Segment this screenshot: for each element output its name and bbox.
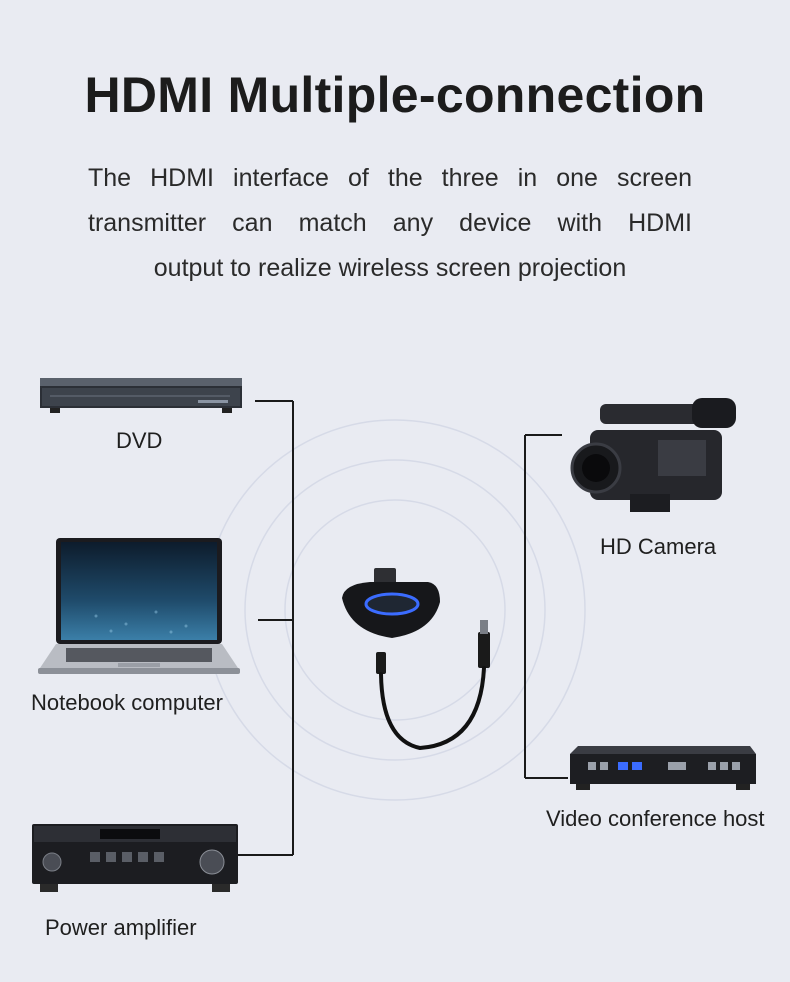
description-line-2: transmitter can match any device with HD…: [88, 209, 692, 237]
notebook-label: Notebook computer: [31, 690, 223, 715]
page-title: HDMI Multiple-connection: [84, 67, 706, 123]
hd-camera-label: HD Camera: [600, 534, 717, 559]
dvd-label: DVD: [116, 428, 163, 453]
amplifier-label: Power amplifier: [45, 915, 197, 940]
conference-host-image: [570, 746, 756, 790]
wireless-rings: [204, 419, 586, 801]
left-connector: [228, 400, 294, 856]
dvd-player-image: [40, 378, 242, 413]
notebook-image: [38, 538, 240, 674]
conference-host-label: Video conference host: [546, 806, 765, 831]
description-line-3: output to realize wireless screen projec…: [153, 254, 627, 282]
description: The HDMI interface of the three in one s…: [88, 156, 692, 291]
description-line-1: The HDMI interface of the three in one s…: [88, 164, 692, 192]
amplifier-image: [32, 824, 238, 892]
hd-camera-image: [570, 398, 736, 512]
right-connector: [524, 434, 568, 779]
screen-transmitter-image: [342, 568, 490, 751]
